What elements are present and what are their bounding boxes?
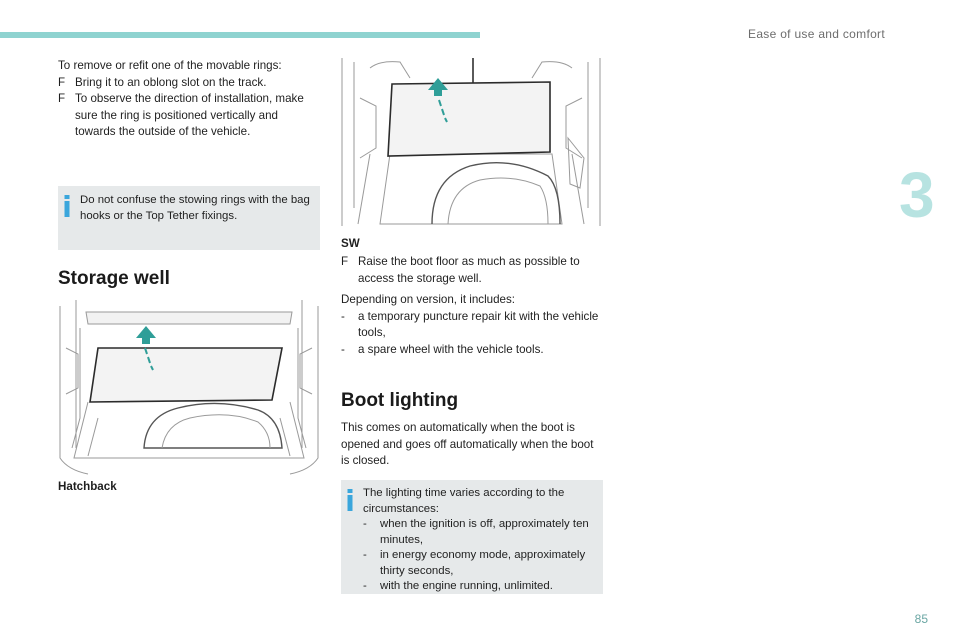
header-accent-bar xyxy=(0,32,480,38)
bullet-marker: F xyxy=(58,92,66,105)
bullet-marker: F xyxy=(58,75,66,89)
storage-well-heading: Storage well xyxy=(58,268,170,289)
storage-includes: Depending on version, it includes: -a te… xyxy=(341,292,603,358)
includes-intro: Depending on version, it includes: xyxy=(341,293,516,306)
note-lighting-intro: The lighting time varies according to th… xyxy=(363,487,565,515)
sw-label: SW xyxy=(341,237,360,250)
includes-item: -a temporary puncture repair kit with th… xyxy=(341,309,599,340)
note-lighting-item: -with the engine running, unlimited. xyxy=(363,580,553,592)
sw-boot-illustration xyxy=(341,58,601,226)
chapter-number: 3 xyxy=(899,159,935,231)
bullet-marker: F xyxy=(341,255,349,268)
boot-lighting-text: This comes on automatically when the boo… xyxy=(341,421,594,467)
rings-intro: To remove or refit one of the movable ri… xyxy=(58,59,282,72)
boot-lighting-heading: Boot lighting xyxy=(341,390,459,411)
includes-item: -a spare wheel with the vehicle tools. xyxy=(341,342,544,356)
rings-instructions: To remove or refit one of the movable ri… xyxy=(58,58,320,141)
note-rings-text: Do not confuse the stowing rings with th… xyxy=(80,194,310,222)
note-lighting-item: -in energy economy mode, approximately t… xyxy=(363,549,586,577)
section-title: Ease of use and comfort xyxy=(748,27,885,41)
note-lighting-item: -when the ignition is off, approximately… xyxy=(363,518,589,546)
raise-arrow-icon xyxy=(428,78,448,123)
note-rings: Do not confuse the stowing rings with th… xyxy=(58,186,320,250)
info-icon xyxy=(64,195,70,217)
hatchback-label: Hatchback xyxy=(58,480,117,493)
hatchback-boot-illustration xyxy=(59,300,319,475)
info-icon xyxy=(347,489,353,511)
page-number: 85 xyxy=(914,612,928,626)
note-lighting-body: The lighting time varies according to th… xyxy=(363,486,597,595)
raise-arrow-icon xyxy=(136,326,156,371)
note-lighting: The lighting time varies according to th… xyxy=(341,480,603,594)
